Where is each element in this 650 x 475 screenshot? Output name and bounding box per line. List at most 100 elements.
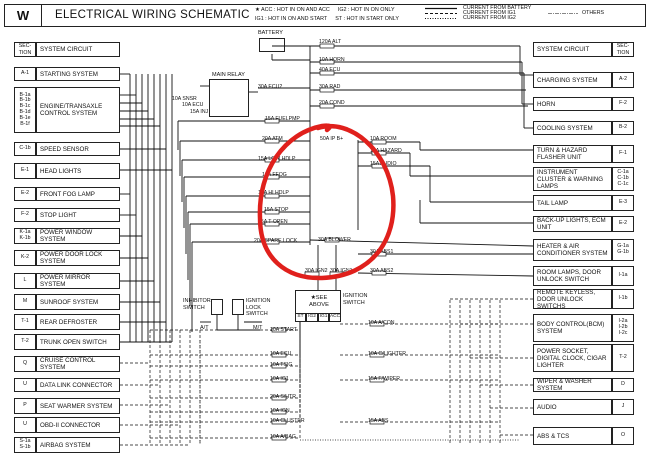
right-system-box: ABS & TCS [533, 427, 612, 445]
battery-label: BATTERY [258, 30, 283, 36]
inhibitor-switch [211, 299, 223, 315]
page-title: ELECTRICAL WIRING SCHEMATIC [55, 9, 250, 21]
left-system-box: SUNROOF SYSTEM [36, 294, 120, 310]
fuse-symbol [319, 87, 335, 93]
note-acc: ★ ACC : HOT IN ON AND ACC [255, 7, 330, 13]
right-system-box: INSTRUMENT CLUSTER & WARNING LAMPS [533, 167, 612, 191]
right-section-code: O [612, 427, 634, 445]
fuse-label: 15A T-OPEN [258, 219, 288, 225]
left-system-header: SYSTEM CIRCUIT [36, 42, 120, 57]
legend-battery: CURRENT FROM BATTERY [463, 5, 532, 11]
right-section-code: D [612, 378, 634, 392]
left-section-code: E-1 [14, 163, 36, 179]
ignition-notes: ★ ACC : HOT IN ON AND ACC IG2 : HOT IN ON… [255, 6, 415, 24]
inhibitor-switch-label: INHIBITOR SWITCH [183, 298, 211, 311]
right-system-box: TURN & HAZARD FLASHER UNIT [533, 145, 612, 163]
fuse-symbol [319, 70, 335, 76]
terminal-ig2: IG2 [306, 313, 318, 322]
left-section-code: B-1a B-1b B-1c B-1d B-1e B-1f [14, 87, 36, 133]
right-section-code: E-2 [612, 216, 634, 232]
fuse-label: 10A FFOG [262, 172, 287, 178]
ignition-terminals: ST IG2 IG1 ACC [295, 313, 341, 322]
note-ig1: IG1 : HOT IN ON AND START [255, 16, 328, 22]
left-system-box: CRUISE CONTROL SYSTEM [36, 356, 120, 372]
left-system-box: STOP LIGHT [36, 208, 120, 222]
fuse-label: 10A IGN [270, 408, 290, 414]
fuse-label: 10A ECU [270, 351, 292, 357]
left-system-box: OBD-II CONNECTOR [36, 417, 120, 433]
fuse-label: 10A HORN [319, 57, 345, 63]
left-system-box: POWER WINDOW SYSTEM [36, 228, 120, 244]
fuse-symbol [271, 327, 287, 333]
left-system-box: FRONT FOG LAMP [36, 187, 120, 201]
fuse-symbol [271, 419, 287, 425]
terminal-st: ST [295, 313, 306, 322]
left-system-box: AIRBAG SYSTEM [36, 437, 120, 453]
fuse-symbol [271, 377, 287, 383]
ignition-lock-switch [232, 299, 244, 315]
fuse-label: 30A ABS2 [370, 268, 394, 274]
left-section-header: SEC-TION [14, 42, 36, 57]
battery-icon [259, 38, 285, 52]
fuse-symbol [271, 352, 287, 358]
fuse-symbol [319, 59, 335, 65]
fuse-label: 50A IP B+ [320, 136, 344, 142]
right-system-box: BACK-UP LIGHTS, ECM UNIT [533, 216, 612, 232]
fuse-label: 15A HI HDLP [258, 190, 289, 196]
right-system-box: TAIL LAMP [533, 195, 612, 211]
fuse-label: 10A C/LIGHTER [368, 351, 407, 357]
right-system-header: SYSTEM CIRCUIT [533, 42, 612, 57]
left-section-code: P [14, 398, 36, 414]
right-section-code: G-1a G-1b [612, 239, 634, 261]
fuse-label: 10A TSIG [270, 362, 293, 368]
left-section-code: C-1b [14, 142, 36, 156]
battery: BATTERY [255, 30, 289, 54]
terminal-ig1: IG1 [318, 313, 329, 322]
right-section-code: J [612, 399, 634, 415]
fuse-label: 10A START [270, 327, 297, 333]
fuse-label: 20A S/HTR [270, 394, 296, 400]
fuse-label: 40A ECU [319, 67, 341, 73]
right-system-box: CHARGING SYSTEM [533, 72, 612, 88]
fuse-label: 15A FUELPMP [265, 116, 300, 122]
fuse-label: 30A BLOWER [318, 237, 351, 243]
see-above-note: ★SEE ABOVE [309, 295, 329, 308]
header-bar: W ELECTRICAL WIRING SCHEMATIC ★ ACC : HO… [4, 4, 646, 27]
fuse-label: 10A ECU [182, 102, 204, 108]
left-system-box: POWER MIRROR SYSTEM [36, 273, 120, 289]
right-system-box: COOLING SYSTEM [533, 121, 612, 135]
left-section-code: T-2 [14, 334, 36, 350]
fuse-label: 15A F/WIPER [368, 376, 400, 382]
fuse-label: 10A A/BAG [270, 434, 296, 440]
right-system-box: AUDIO [533, 399, 612, 415]
left-section-code: E-2 [14, 187, 36, 201]
fuse-label: 20A COND [319, 100, 345, 106]
fuse-symbol [369, 419, 385, 425]
left-system-box: ENGINE/TRANSAXLE CONTROL SYSTEM [36, 87, 120, 133]
right-system-box: REMOTE KEYLESS, DOOR UNLOCK SWITCHS [533, 289, 612, 310]
left-section-code: F-2 [14, 208, 36, 222]
legend-others: OTHERS [582, 10, 605, 16]
left-section-code: A-1 [14, 67, 36, 81]
left-section-code: T-1 [14, 314, 36, 330]
fuse-symbol [319, 43, 335, 49]
fuse-label: 10A ROOM [370, 136, 397, 142]
fuse-label: 15A INJ [190, 109, 209, 115]
left-system-box: STARTING SYSTEM [36, 67, 120, 81]
right-system-box: HORN [533, 97, 612, 111]
left-section-code: U [14, 378, 36, 392]
fuse-symbol [369, 377, 385, 383]
fuse-label: 15A STOP [264, 207, 289, 213]
right-system-box: ROOM LAMPS, DOOR UNLOCK SWITCH [533, 266, 612, 286]
page-letter: W [5, 5, 42, 26]
ignition-lock-label: IGNITION LOCK SWITCH [246, 298, 271, 317]
legend-ig2: CURRENT FROM IG2 [463, 15, 516, 21]
fuse-symbol [271, 395, 287, 401]
fuse-symbol [319, 103, 335, 109]
note-ig2: IG2 : HOT IN ON ONLY [337, 7, 395, 13]
fuse-label: 15A LOW HDLP [258, 156, 296, 162]
terminal-acc: ACC [329, 313, 341, 322]
ignition-switch-label: IGNITION SWITCH [343, 293, 368, 306]
ignition-switch: ★SEE ABOVE ST IG2 IG1 ACC [295, 290, 341, 322]
